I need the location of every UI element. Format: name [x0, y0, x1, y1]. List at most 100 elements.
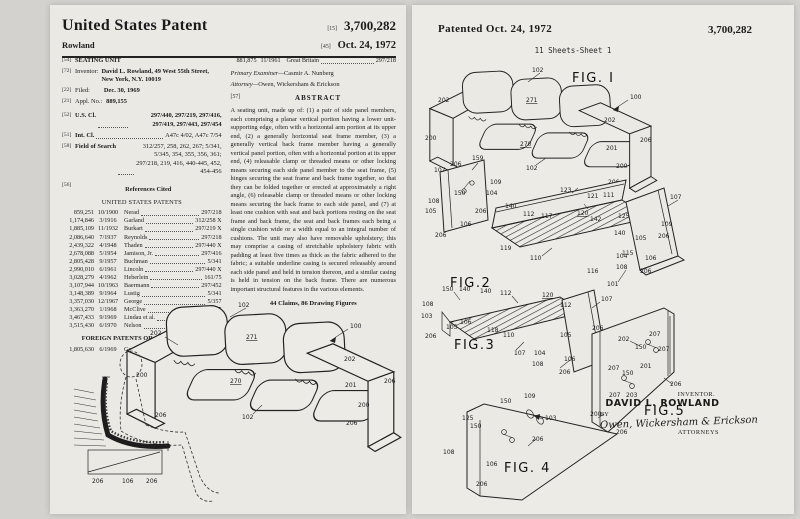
ref-numeral: 206: [670, 381, 682, 388]
dot-leader: [146, 217, 193, 224]
patented-date: Patented Oct. 24, 1972: [438, 23, 552, 35]
ref-numeral: 206: [475, 208, 487, 215]
ref-numeral: 200: [358, 402, 370, 409]
ref-numeral: 270: [230, 378, 242, 385]
ref-number: 1,174,846: [62, 217, 94, 225]
ref-date: 3/1916: [94, 217, 122, 225]
ref-numeral: 102: [242, 414, 254, 421]
ref-name: Lincoln: [122, 266, 143, 274]
ref-numeral: 106: [645, 255, 657, 262]
ref-numeral: 112: [523, 211, 535, 218]
us-patent-row: 2,805,4289/1957Buchman5/341: [62, 258, 222, 266]
ref-numeral: 207: [658, 346, 670, 353]
ref-numeral: 206: [559, 369, 571, 376]
us-cl-value: 297/440, 297/219, 297/416, 297/419, 297/…: [130, 112, 222, 129]
ref-numeral: 106: [122, 478, 134, 485]
ref-class: 297/218: [201, 234, 221, 242]
ref-numeral: 109: [490, 179, 502, 186]
ref-numeral: 106: [460, 319, 472, 326]
ref-numeral: 112: [500, 290, 512, 297]
ref-numeral: 104: [534, 350, 546, 357]
ref-numeral: 119: [500, 245, 512, 252]
ref-number: 2,086,640: [62, 234, 94, 242]
ref-date: 6/1961: [94, 266, 122, 274]
us-cl-label: U.S. Cl.: [75, 112, 96, 129]
us-patent-row: 2,086,6407/1937Reynolds297/218: [62, 234, 222, 242]
ref-numeral: 112: [560, 302, 572, 309]
ref-date: 10/1900: [94, 209, 122, 217]
ref-name: Thaden: [122, 242, 143, 250]
ref-numeral: 201: [640, 363, 652, 370]
ref-numeral: 271: [246, 334, 258, 341]
ref-numeral: 123: [560, 187, 572, 194]
us-patents-heading: UNITED STATES PATENTS: [62, 199, 222, 207]
ref-numeral: 105: [635, 235, 647, 242]
gb-patent-row: 881,875 11/1961 Great Britain 297/218: [231, 57, 396, 65]
ref-numeral: 150: [454, 190, 466, 197]
ref-class: 297/219 X: [195, 225, 221, 233]
ref-date: 9/1957: [94, 258, 122, 266]
us-patent-row: 3,028,2794/1962Heberlein161/75: [62, 274, 222, 282]
filed-label: Filed:: [75, 87, 90, 95]
patent-drawing-sheet: Patented Oct. 24, 1972 3,700,282 11 Shee…: [412, 5, 794, 514]
inid-21: [21]: [62, 98, 75, 106]
ref-numeral: 118: [487, 327, 499, 334]
dot-leader: [321, 57, 374, 64]
ref-number: 2,439,322: [62, 242, 94, 250]
fig1-caption: FIG. I: [572, 71, 614, 86]
ref-numeral: 202: [618, 336, 630, 343]
ref-number: 1,885,109: [62, 225, 94, 233]
ref-numeral: 140: [480, 288, 492, 295]
ref-numeral: 206: [425, 333, 437, 340]
fig3-drawing: 150 140 140 112 120 112 107 206 105 108 …: [421, 286, 613, 376]
dot-leader: [145, 242, 194, 249]
ref-class: 161/75: [204, 274, 221, 282]
dot-leader: [118, 143, 133, 175]
ref-numeral: 200: [136, 372, 148, 379]
ref-numeral: 120: [542, 292, 554, 299]
ref-numeral: 150: [442, 286, 454, 293]
ref-numeral: 202: [604, 117, 616, 124]
ref-numeral: 104: [616, 253, 628, 260]
abstract-heading: ABSTRACT: [240, 94, 396, 103]
ref-number: 2,678,088: [62, 250, 94, 258]
ref-name: Heberlein: [122, 274, 148, 282]
ref-numeral: 109: [661, 221, 673, 228]
page-title: United States Patent: [62, 17, 208, 35]
ref-numeral: 103: [545, 415, 557, 422]
dot-leader: [96, 132, 163, 139]
ref-numeral: 108: [428, 198, 440, 205]
sheet-counter: 11 Sheets-Sheet 1: [412, 46, 734, 55]
ref-date: 4/1948: [94, 242, 122, 250]
ref-numeral: 102: [526, 165, 538, 172]
inventor-block: INVENTOR. DAVID L. ROWLAND BY Owen, Wick…: [600, 391, 725, 436]
ref-numeral: 116: [587, 268, 599, 275]
dot-leader: [98, 112, 128, 127]
ref-numeral: 202: [344, 356, 356, 363]
us-patent-row: 3,107,94410/1963Baermann297/452: [62, 282, 222, 290]
ref-numeral: 270: [520, 141, 532, 148]
ref-numeral: 105: [425, 208, 437, 215]
int-cl-value: A47c 4/02, A47c 7/54: [165, 132, 221, 140]
ref-numeral: 103: [421, 313, 433, 320]
ref-number: 881,875: [231, 57, 257, 65]
ref-numeral: 108: [422, 301, 434, 308]
ref-name: Jamison, Jr.: [122, 250, 153, 258]
inid-51: [51]: [62, 132, 75, 140]
ref-numeral: 140: [505, 203, 517, 210]
ref-numeral: 108: [443, 449, 455, 456]
abstract-text: A seating unit, made up of: (1) a pair o…: [231, 107, 396, 294]
ref-numeral: 100: [630, 94, 642, 101]
ref-numeral: 107: [601, 296, 613, 303]
inid-code-45: [45]: [321, 44, 331, 50]
ref-numeral: 100: [350, 323, 362, 330]
ref-numeral: 117: [541, 213, 553, 220]
ref-name: Nerad: [122, 209, 139, 217]
ref-date: 4/1962: [94, 274, 122, 282]
ref-number: 2,990,010: [62, 266, 94, 274]
ref-numeral: 206: [92, 478, 104, 485]
ref-number: 859,251: [62, 209, 94, 217]
inid-52: [52]: [62, 112, 75, 129]
ref-numeral: 106: [564, 356, 576, 363]
